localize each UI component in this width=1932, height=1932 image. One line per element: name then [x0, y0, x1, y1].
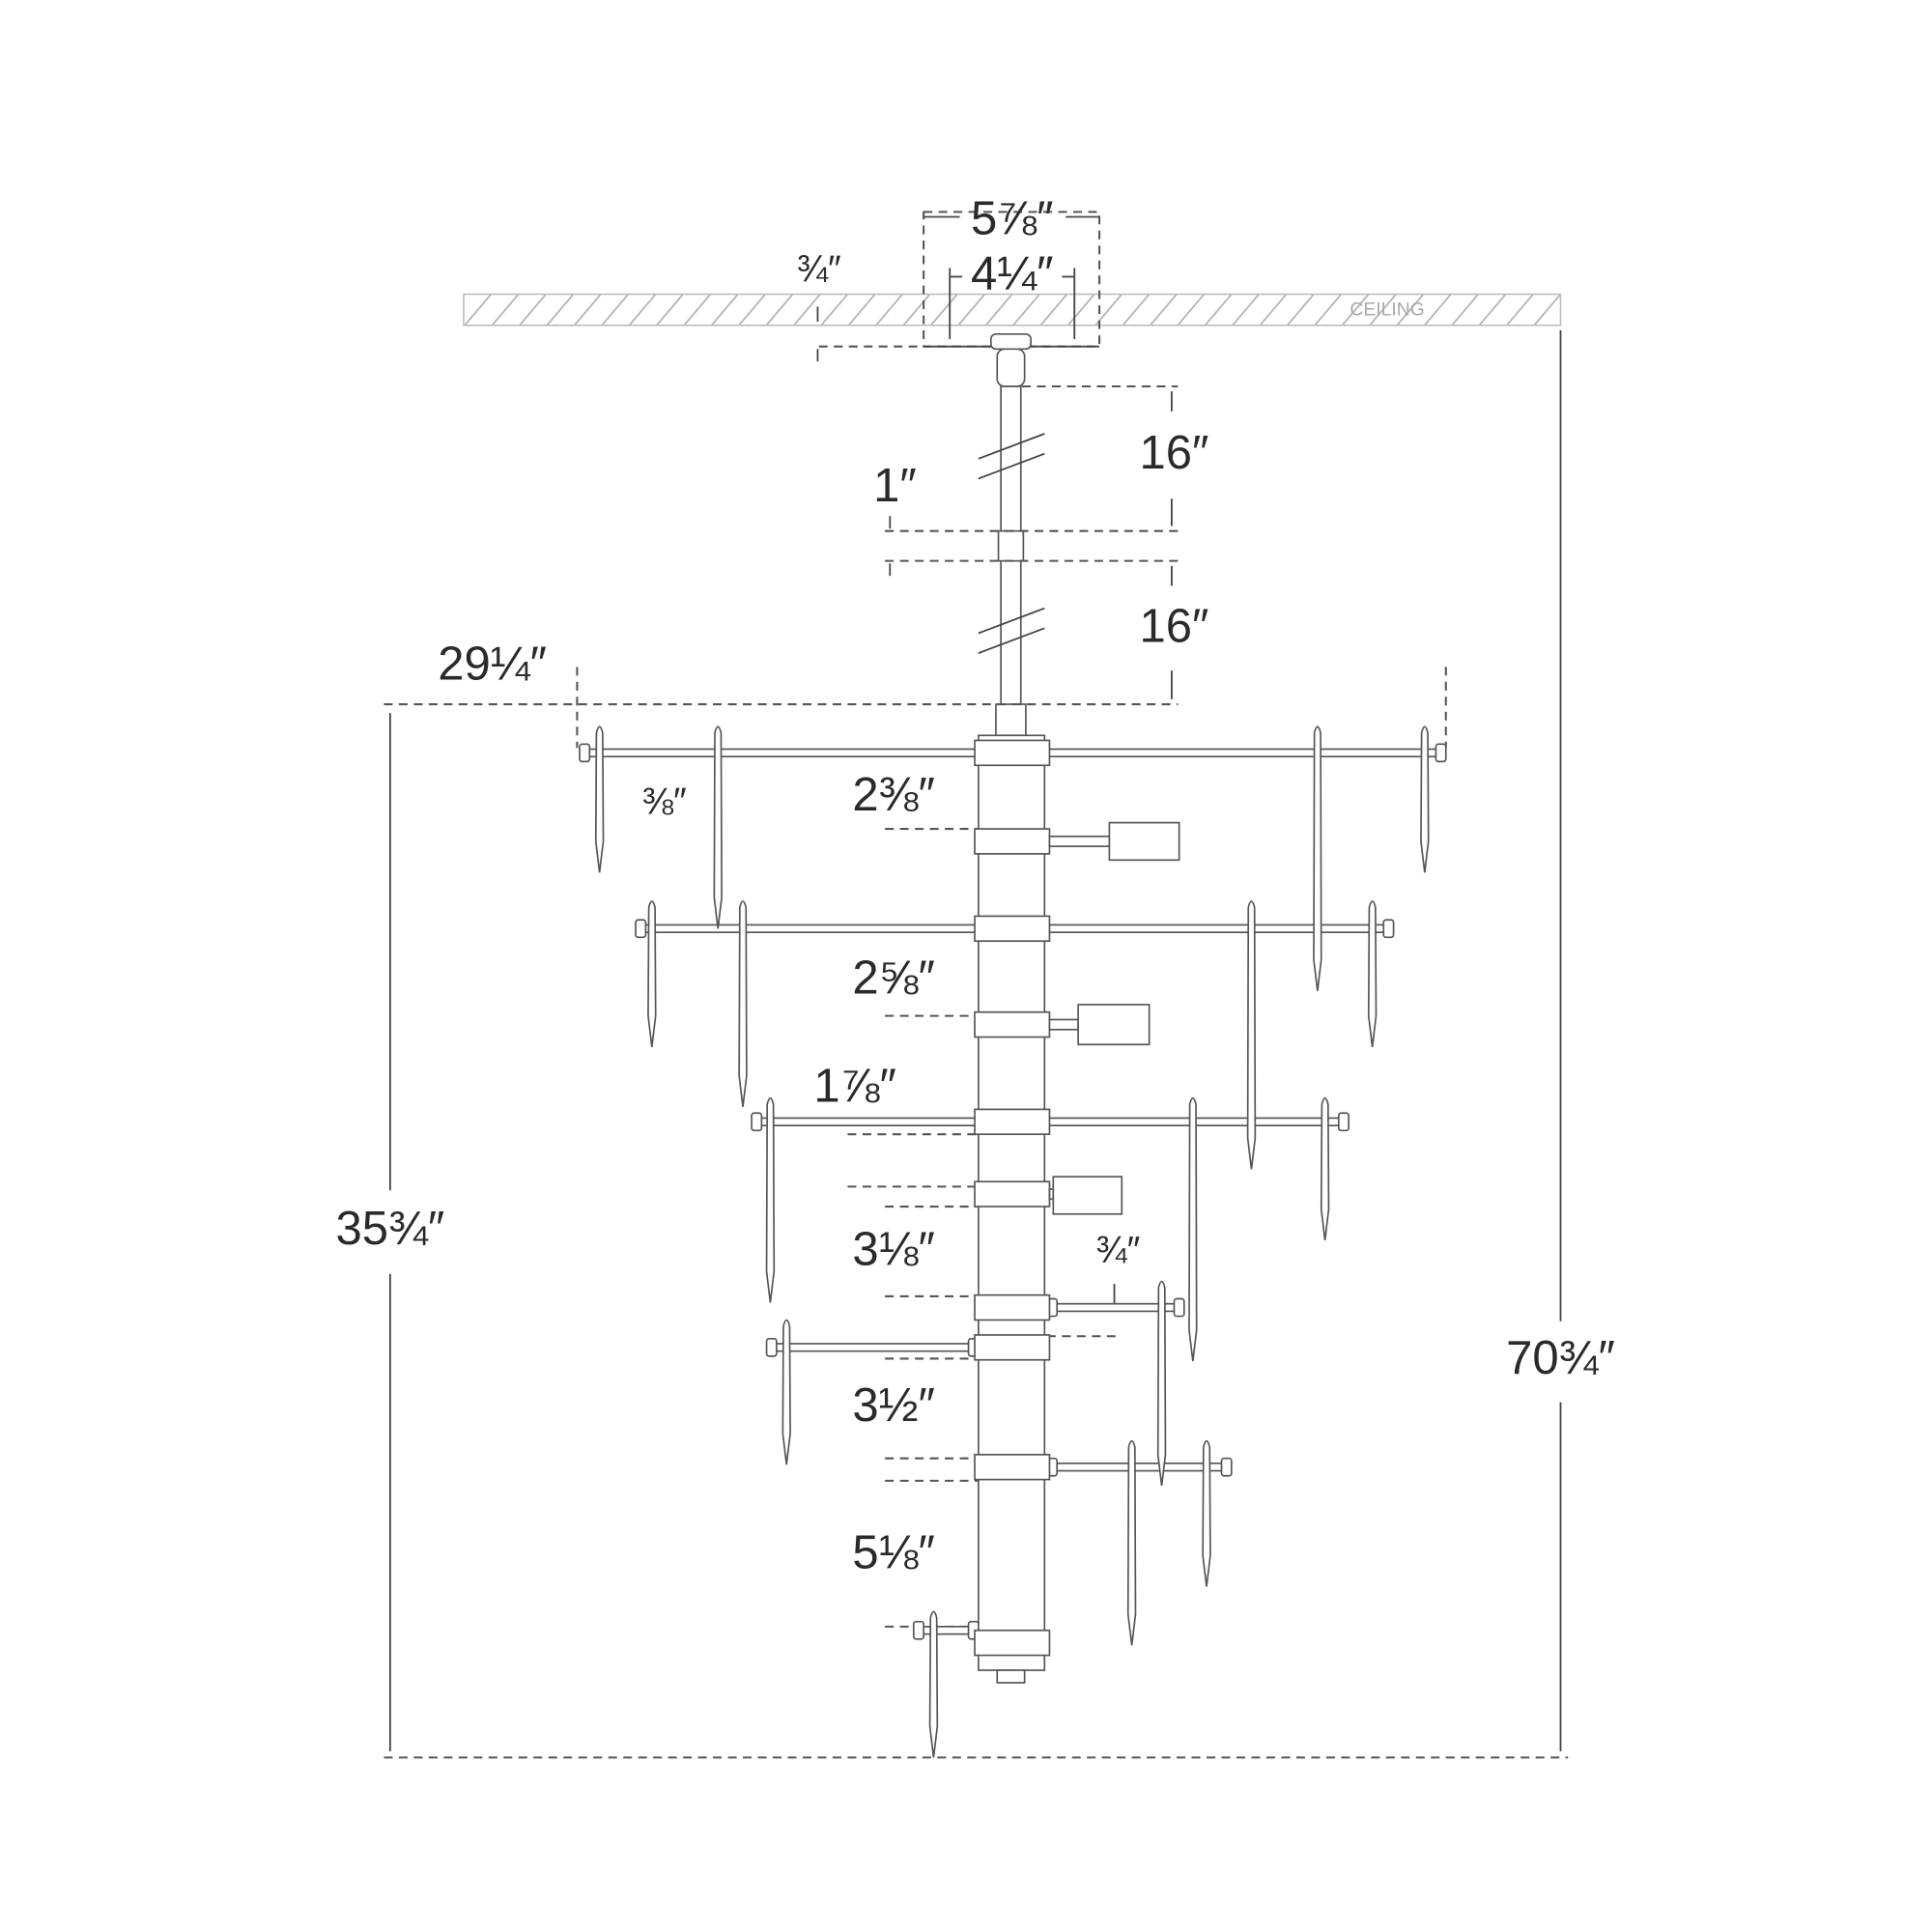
arm-end-cap [1220, 1457, 1233, 1477]
chandelier-body [579, 725, 1447, 1758]
stem-lower-label: 16″ [1140, 601, 1209, 653]
crystal-icon [594, 725, 605, 873]
crystal-icon [781, 1319, 791, 1465]
crystal-icon [1367, 900, 1378, 1047]
arm-end-cap [1337, 1112, 1350, 1132]
canopy [923, 211, 1101, 387]
arm-end-cap [1435, 743, 1447, 763]
arm-end-cap [1382, 919, 1395, 939]
collar [974, 1108, 1051, 1136]
bottom-finial [996, 1669, 1026, 1684]
crystal-icon [713, 725, 723, 929]
crystal-icon [1246, 900, 1257, 1170]
tier-gap-2-label: 2⅝″ [852, 952, 935, 1004]
dimension-lines [384, 215, 1569, 1759]
ceiling-label: CEILING [1350, 298, 1424, 320]
collar [974, 1293, 1051, 1321]
arm [1053, 1463, 1225, 1472]
arm-end-cap [765, 1337, 778, 1357]
arm-end-cap [1173, 1297, 1185, 1318]
tier-gap-1-label: 2⅜″ [852, 769, 935, 821]
arm-end-cap [579, 743, 591, 763]
crystal-icon [1420, 725, 1430, 873]
canopy-width-label: 5⅞″ [971, 193, 1054, 245]
dimension-labels: 5⅞″ 4¼″ ¾″ 16″ 1″ 16″ 29¼″ ⅜″ 2⅜″ 2⅝″ 1⅞… [335, 193, 1614, 1579]
tier-gap-3-label: 1⅞″ [813, 1061, 896, 1113]
collar [974, 1334, 1051, 1361]
lamp-neck [1048, 835, 1111, 847]
lamp-shade [1108, 821, 1180, 862]
arm [773, 1343, 972, 1352]
crystal-icon [1320, 1096, 1330, 1240]
canopy-plate-width-label: 4¼″ [971, 247, 1054, 299]
crystal-icon [647, 900, 657, 1047]
collar [974, 1629, 1051, 1657]
tier-gap-4-label: 3⅛″ [852, 1224, 935, 1276]
crystal-icon [738, 900, 748, 1107]
tier-gap-6-label: 5⅛″ [852, 1526, 935, 1578]
collar [974, 1010, 1051, 1038]
overall-width-label: 29¼″ [438, 638, 547, 690]
stem-coupling-label: 1″ [873, 460, 917, 512]
collar [974, 828, 1051, 855]
stem-upper-label: 16″ [1140, 427, 1209, 479]
lamp-neck [1048, 1018, 1079, 1031]
collar [974, 915, 1051, 943]
crystal-icon [928, 1610, 939, 1758]
tier-gap-5-label: 3½″ [852, 1379, 935, 1432]
collar [974, 1453, 1051, 1481]
collar-gap-label: ¾″ [1095, 1230, 1140, 1271]
crystal-icon [1313, 725, 1322, 991]
arm-thickness-label: ⅜″ [642, 781, 687, 822]
collar [974, 1180, 1051, 1208]
lamp-shade [1077, 1004, 1151, 1046]
fixture-height-label: 35¾″ [335, 1203, 444, 1255]
crystal-icon [765, 1096, 776, 1303]
canopy-depth-label: ¾″ [797, 249, 841, 291]
crystal-icon [1188, 1096, 1198, 1362]
arm-end-cap [635, 919, 647, 939]
overall-height-label: 70¾″ [1506, 1332, 1615, 1384]
ceiling: CEILING [463, 293, 1562, 327]
crystal-icon [1202, 1439, 1211, 1587]
arm-end-cap [751, 1112, 763, 1132]
lamp-shade [1052, 1176, 1123, 1215]
crystal-icon [1126, 1439, 1137, 1646]
crystal-icon [1156, 1280, 1167, 1487]
arm [920, 1626, 972, 1635]
arm-end-cap [912, 1620, 924, 1640]
collar [974, 739, 1051, 767]
